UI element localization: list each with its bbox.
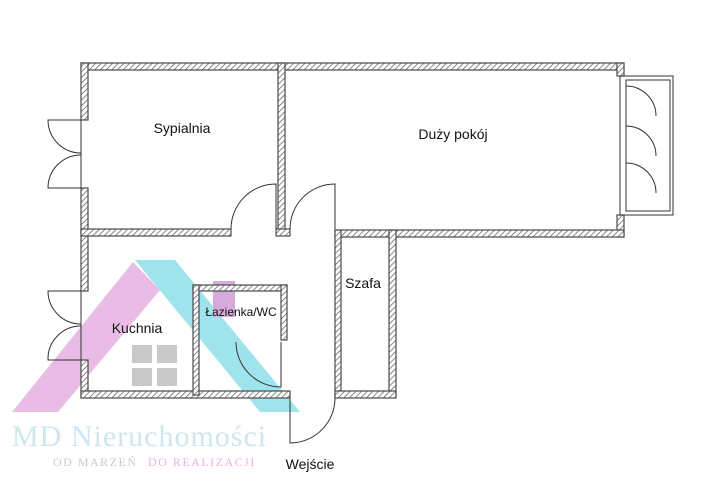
room-label-bedroom: Sypialnia (154, 120, 211, 136)
logo-cyan-roof (135, 260, 300, 412)
logo-pink-roof (12, 262, 160, 412)
room-label-entrance: Wejście (286, 456, 335, 472)
door-swings (230, 183, 336, 444)
window-left (47, 119, 82, 361)
room-label-living-room: Duży pokój (418, 126, 487, 142)
room-label-wardrobe: Szafa (345, 275, 381, 291)
room-label-kitchen: Kuchnia (112, 320, 163, 336)
logo-tagline-part2: DO REALIZACJI (148, 455, 256, 469)
window-balcony (619, 75, 674, 216)
logo-tagline: OD MARZEŃ DO REALIZACJI (53, 455, 256, 469)
logo-name: MD Nieruchomości (12, 420, 267, 453)
logo-emblem (12, 260, 300, 412)
window-icon (132, 345, 177, 386)
room-label-bathroom: Łazienka/WC (205, 305, 277, 319)
logo-tagline-part1: OD MARZEŃ (53, 455, 138, 469)
walls (80, 62, 625, 399)
